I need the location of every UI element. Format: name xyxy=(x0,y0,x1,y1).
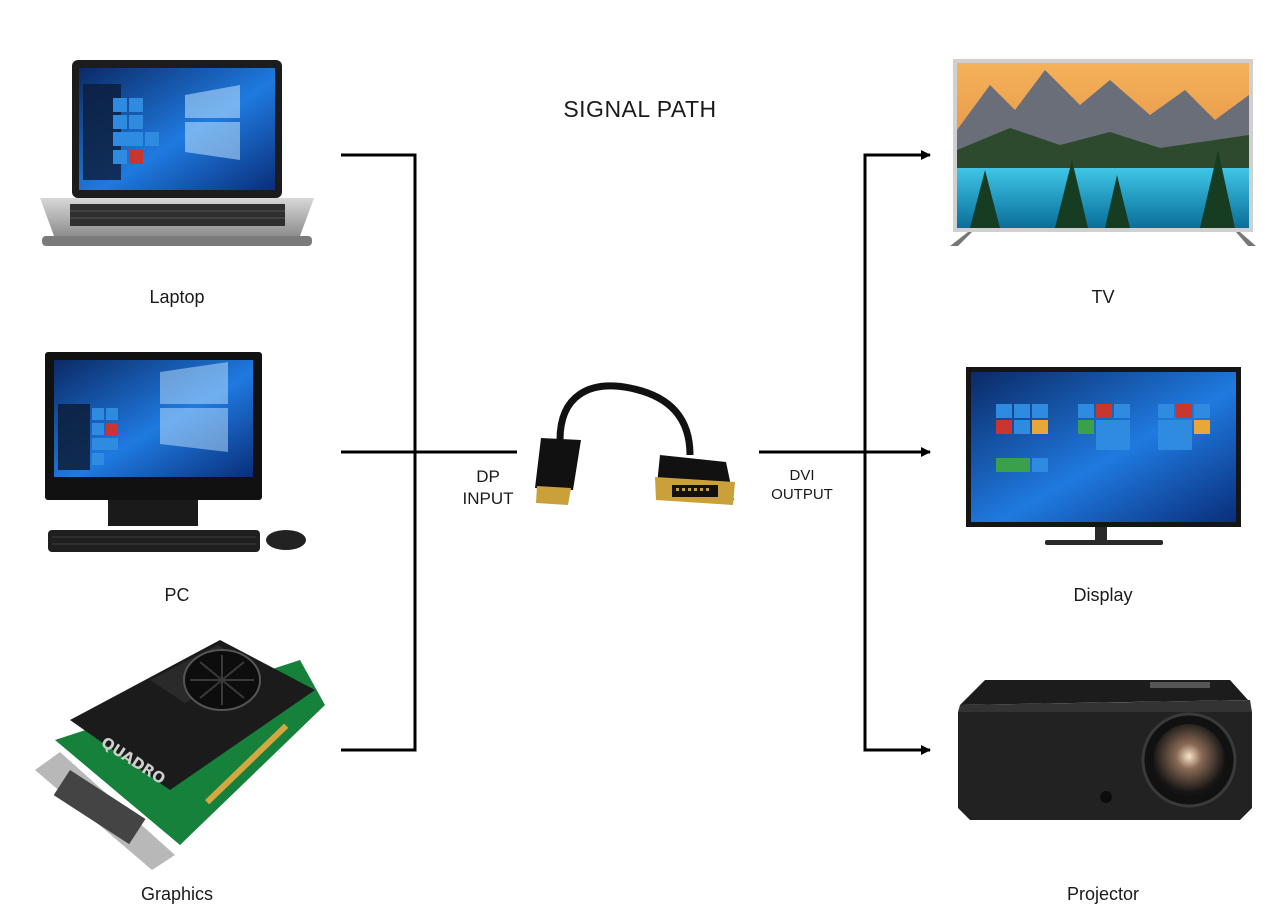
dp-input-line2: INPUT xyxy=(462,489,514,508)
dvi-output-line2: OUTPUT xyxy=(771,486,833,503)
output-connector-lines xyxy=(759,150,931,755)
desktop-pc-icon xyxy=(45,352,306,552)
monitor-icon xyxy=(966,367,1241,545)
graphics-label: Graphics xyxy=(140,884,214,904)
tv-label: TV xyxy=(1091,287,1115,307)
to-projector-arrow xyxy=(863,452,931,755)
to-tv-arrow xyxy=(863,150,931,452)
tv-icon xyxy=(950,59,1256,246)
dvi-output-line1: DVI xyxy=(789,467,815,484)
input-connector-lines xyxy=(341,153,517,752)
dvi-output-label: DVI OUTPUT xyxy=(760,466,844,504)
dp-input-line1: DP xyxy=(476,467,500,486)
projector-icon xyxy=(958,680,1252,820)
diagram-title: SIGNAL PATH xyxy=(563,96,717,122)
laptop-icon xyxy=(40,60,314,246)
projector-label: Projector xyxy=(1066,884,1140,904)
dp-to-dvi-adapter-icon xyxy=(535,382,735,505)
display-label: Display xyxy=(1073,585,1133,605)
laptop-label: Laptop xyxy=(149,287,205,307)
graphics-card-icon: QUADRO xyxy=(35,640,325,870)
dp-input-label: DP INPUT xyxy=(448,466,528,510)
pc-label: PC xyxy=(164,585,190,605)
